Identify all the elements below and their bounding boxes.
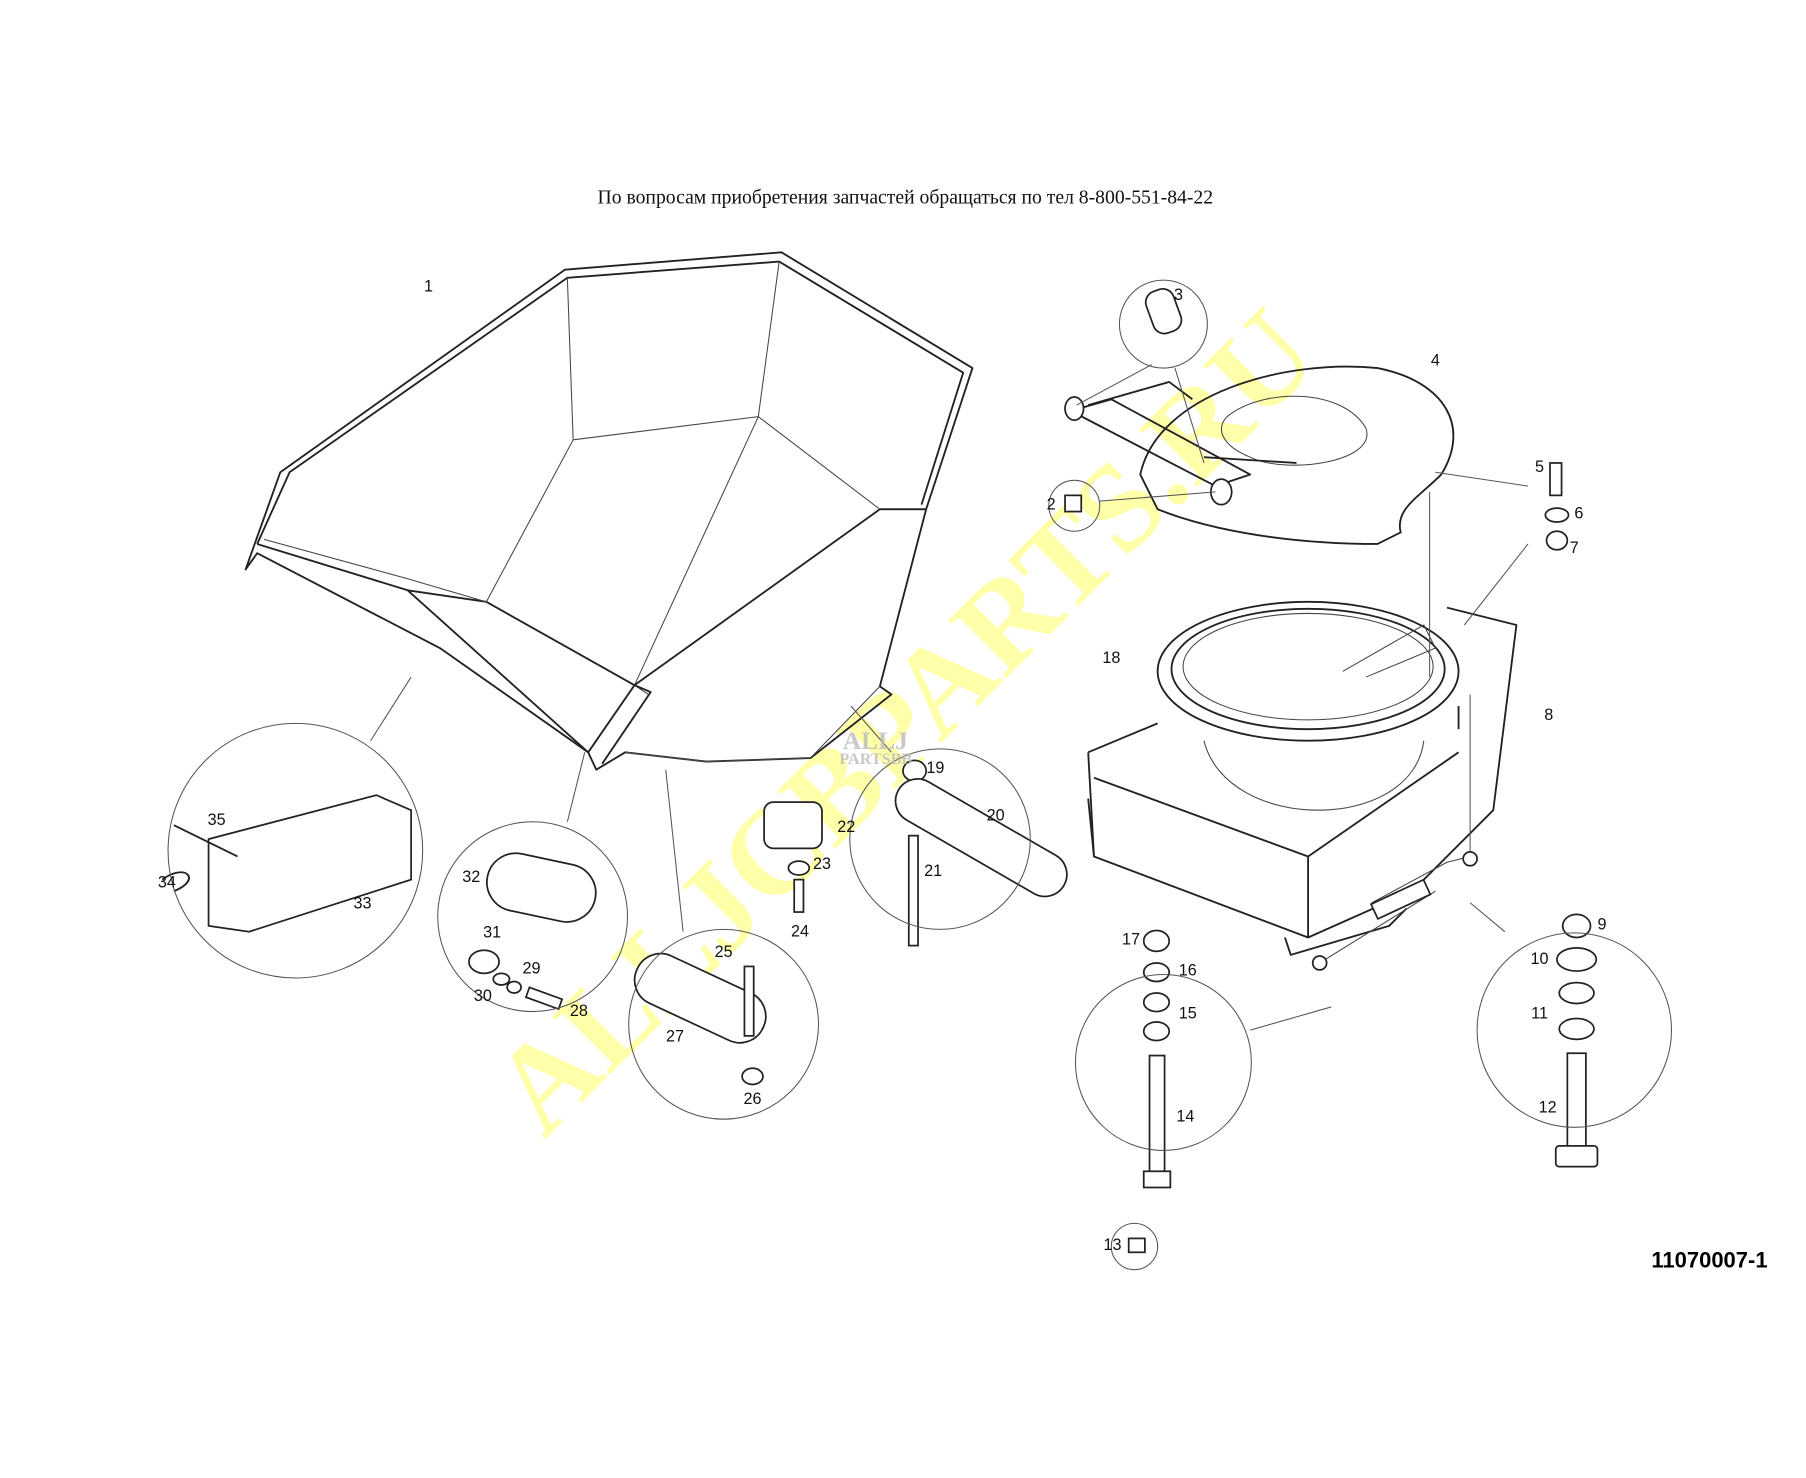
callout-label: 26 bbox=[744, 1090, 762, 1108]
callout-label: 17 bbox=[1122, 930, 1140, 948]
callout-label: 19 bbox=[926, 759, 944, 777]
callout-label: 27 bbox=[666, 1028, 684, 1046]
callout-label: 29 bbox=[522, 959, 540, 977]
callout-label: 3 bbox=[1174, 286, 1183, 304]
callout-label: 28 bbox=[570, 1002, 588, 1020]
callout-label: 24 bbox=[791, 922, 809, 940]
callout-label: 7 bbox=[1570, 539, 1579, 557]
callout-label: 12 bbox=[1539, 1098, 1557, 1116]
callout-label: 14 bbox=[1176, 1108, 1194, 1126]
contact-header: По вопросам приобретения запчастей обращ… bbox=[598, 187, 1214, 209]
callout-label: 31 bbox=[483, 923, 501, 941]
callout-label: 13 bbox=[1103, 1236, 1121, 1254]
callout-label: 35 bbox=[208, 811, 226, 829]
callout-label: 30 bbox=[474, 987, 492, 1005]
small-parts bbox=[161, 287, 1599, 1254]
callout-circles bbox=[167, 279, 1673, 1271]
callout-label: 9 bbox=[1598, 915, 1607, 933]
callout-label: 16 bbox=[1179, 962, 1197, 980]
callout-label: 5 bbox=[1535, 458, 1544, 476]
plate-drawing bbox=[1064, 365, 1455, 545]
callout-label: 1 bbox=[424, 278, 433, 296]
callout-label: 23 bbox=[813, 855, 831, 873]
callout-label: 25 bbox=[715, 943, 733, 961]
watermark-logo-line1: ALLJ bbox=[843, 726, 908, 755]
callout-label: 34 bbox=[158, 874, 176, 892]
callout-label: 22 bbox=[837, 818, 855, 836]
callout-label: 11 bbox=[1531, 1005, 1548, 1023]
callout-label: 15 bbox=[1179, 1005, 1197, 1023]
callout-label: 20 bbox=[987, 807, 1005, 825]
callout-label: 2 bbox=[1047, 495, 1056, 513]
drawing-code: 11070007-1 bbox=[1651, 1247, 1767, 1272]
callout-label: 10 bbox=[1531, 950, 1549, 968]
callout-label: 21 bbox=[924, 862, 942, 880]
watermark-text: ALLJCBPARTS.RU bbox=[466, 284, 1342, 1160]
callout-label: 33 bbox=[353, 895, 371, 913]
callout-label: 18 bbox=[1102, 649, 1120, 667]
watermark-logo-line2: PARTSBB bbox=[839, 750, 912, 768]
hopper-drawing bbox=[244, 251, 974, 771]
callout-label: 8 bbox=[1544, 706, 1553, 724]
callout-labels: 1234567891011121314151617181920212223242… bbox=[158, 278, 1607, 1254]
callout-label: 32 bbox=[462, 868, 480, 886]
callout-label: 4 bbox=[1431, 352, 1440, 370]
housing-drawing bbox=[1087, 600, 1518, 971]
callout-label: 6 bbox=[1574, 505, 1583, 523]
